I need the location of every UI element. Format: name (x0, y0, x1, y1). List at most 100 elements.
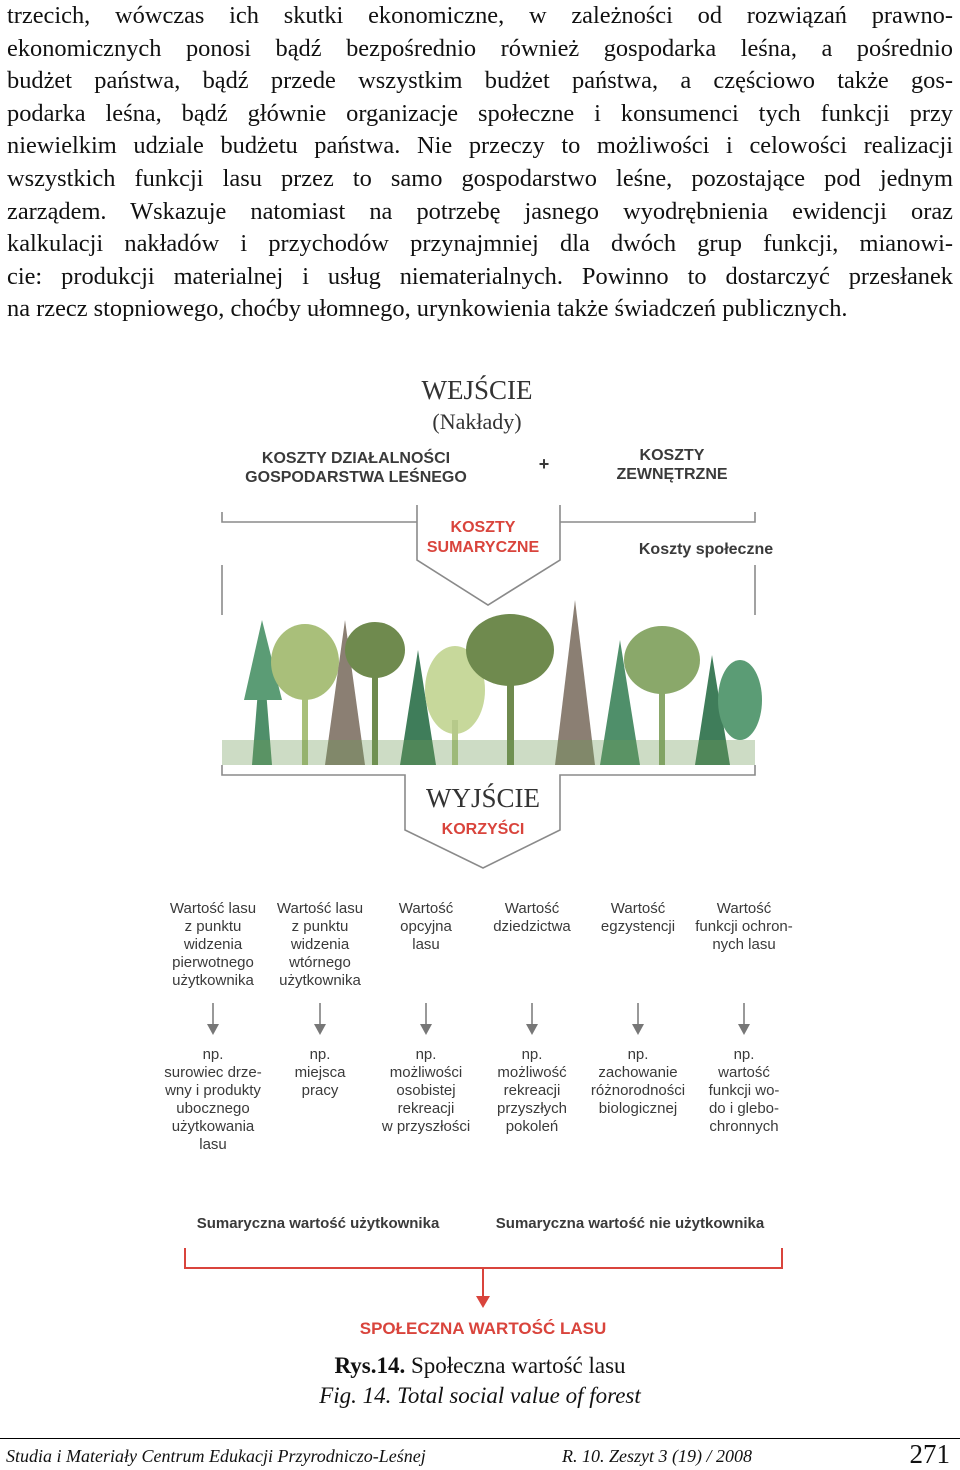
input-subtitle: (Nakłady) (432, 409, 521, 434)
value-label: pierwotnego (172, 954, 254, 971)
value-label: widzenia (183, 936, 243, 953)
example-label: biologicznej (599, 1100, 677, 1117)
funnel-line (559, 765, 756, 800)
funnel-line (560, 512, 756, 523)
example-label: np. (203, 1046, 224, 1063)
value-label: z punktu (292, 918, 349, 935)
sum-user-label: Sumaryczna wartość użytkownika (197, 1215, 440, 1232)
social-value-diagram: WEJŚCIE (Nakłady) KOSZTY DZIAŁALNOŚCI GO… (164, 375, 793, 1338)
total-costs-label: SUMARYCZNE (427, 539, 540, 556)
social-costs-label: Koszty społeczne (639, 541, 773, 558)
output-subtitle: KORZYŚCI (442, 819, 525, 838)
paragraph-line: cie: produkcji materialnej i usług niema… (7, 262, 953, 290)
value-label: z punktu (185, 918, 242, 935)
cost-internal-label: GOSPODARSTWA LEŚNEGO (245, 467, 467, 486)
tree-icon (718, 660, 762, 740)
example-label: możliwość (497, 1064, 567, 1081)
figure-caption-pl: Rys.14. Społeczna wartość lasu (0, 1353, 960, 1379)
tree-icon (400, 650, 436, 765)
tree-icon (695, 655, 730, 765)
paragraph-line: trzecich, wówczas ich skutki ekonomiczne… (7, 2, 953, 29)
arrow-down-icon (420, 1024, 432, 1035)
paragraph-line: kalkulacji nakładów i przychodów przynaj… (7, 230, 953, 258)
value-label: Wartość lasu (170, 900, 256, 917)
example-label: ubocznego (176, 1100, 249, 1117)
example-label: rekreacji (504, 1082, 561, 1099)
tree-icon (271, 624, 339, 765)
example-label: możliwości (390, 1064, 463, 1081)
footer-issue: R. 10. Zeszyt 3 (19) / 2008 (562, 1446, 752, 1466)
bracket-line (184, 1248, 783, 1269)
example-label: przyszłych (497, 1100, 567, 1117)
tree-icon (325, 620, 365, 765)
arrow-down-icon (314, 1024, 326, 1035)
value-label: funkcji ochron- (695, 918, 793, 935)
example-label: użytkowania (172, 1118, 255, 1135)
example-label: wny i produkty (164, 1082, 261, 1099)
output-title: WYJŚCIE (426, 783, 540, 813)
body-paragraph: trzecich, wówczas ich skutki ekonomiczne… (7, 0, 953, 326)
forest-illustration (222, 600, 762, 765)
example-label: rekreacji (398, 1100, 455, 1117)
plus-sign: + (539, 454, 550, 474)
value-label: egzystencji (601, 918, 675, 935)
tree-icon (244, 620, 282, 765)
cost-external-label: ZEWNĘTRZNE (616, 466, 727, 483)
example-label: do i glebo- (709, 1100, 779, 1117)
tree-icon (555, 600, 595, 765)
value-label: wtórnego (288, 954, 351, 971)
value-label: opcyjna (400, 918, 452, 935)
example-label: w przyszłości (381, 1118, 470, 1135)
input-title: WEJŚCIE (422, 375, 533, 405)
figure-label: Rys.14. (334, 1353, 406, 1378)
figure-caption-text: Społeczna wartość lasu (405, 1353, 626, 1378)
value-label: Wartość (717, 900, 772, 917)
value-label: użytkownika (172, 972, 254, 989)
example-label: np. (310, 1046, 331, 1063)
example-label: np. (628, 1046, 649, 1063)
tree-icon (624, 626, 700, 765)
value-label: lasu (412, 936, 440, 953)
arrow-down-icon (526, 1024, 538, 1035)
footer-divider (0, 1438, 960, 1439)
page-number: 271 (909, 1439, 951, 1469)
example-label: zachowanie (598, 1064, 677, 1081)
paragraph-line: na rzecz stopniowego, choćby ułomnego, u… (7, 295, 848, 323)
example-label: lasu (199, 1136, 227, 1153)
example-label: różnorodności (591, 1082, 685, 1099)
value-label: Wartość (505, 900, 560, 917)
paragraph-line: niewielkim udziale budżetu państwa. Nie … (7, 132, 953, 160)
tree-icon (345, 622, 405, 765)
funnel-arrow (404, 800, 561, 869)
paragraph-line: podarka leśna, bądź głównie organizacje … (7, 99, 953, 127)
value-label: widzenia (290, 936, 350, 953)
value-label: Wartość (399, 900, 454, 917)
footer-journal: Studia i Materiały Centrum Edukacji Przy… (6, 1446, 426, 1466)
social-value-label: SPOŁECZNA WARTOŚĆ LASU (360, 1319, 607, 1338)
tree-icon (425, 646, 485, 765)
example-label: np. (416, 1046, 437, 1063)
tree-icon (600, 640, 640, 765)
example-label: np. (522, 1046, 543, 1063)
value-label: Wartość lasu (277, 900, 363, 917)
arrow-down-icon (476, 1296, 490, 1308)
funnel-line (221, 512, 417, 523)
cost-external-label: KOSZTY (640, 447, 705, 464)
value-label: dziedzictwa (493, 918, 571, 935)
funnel-arrow (416, 505, 561, 606)
funnel-line (221, 765, 406, 800)
paragraph-line: wszystkich funkcji lasu przez to samo go… (7, 164, 953, 192)
tree-icon (466, 614, 554, 765)
example-label: chronnych (709, 1118, 778, 1135)
example-label: wartość (717, 1064, 770, 1081)
example-label: funkcji wo- (709, 1082, 780, 1099)
arrow-down-icon (207, 1024, 219, 1035)
example-label: miejsca (295, 1064, 347, 1081)
example-label: pokoleń (506, 1118, 559, 1135)
arrow-down-icon (632, 1024, 644, 1035)
sum-nonuser-label: Sumaryczna wartość nie użytkownika (496, 1215, 765, 1232)
value-label: użytkownika (279, 972, 361, 989)
figure-caption-en: Fig. 14. Total social value of forest (319, 1383, 641, 1408)
paragraph-line: ekonomicznych ponosi bądź bezpośrednio r… (7, 34, 953, 62)
